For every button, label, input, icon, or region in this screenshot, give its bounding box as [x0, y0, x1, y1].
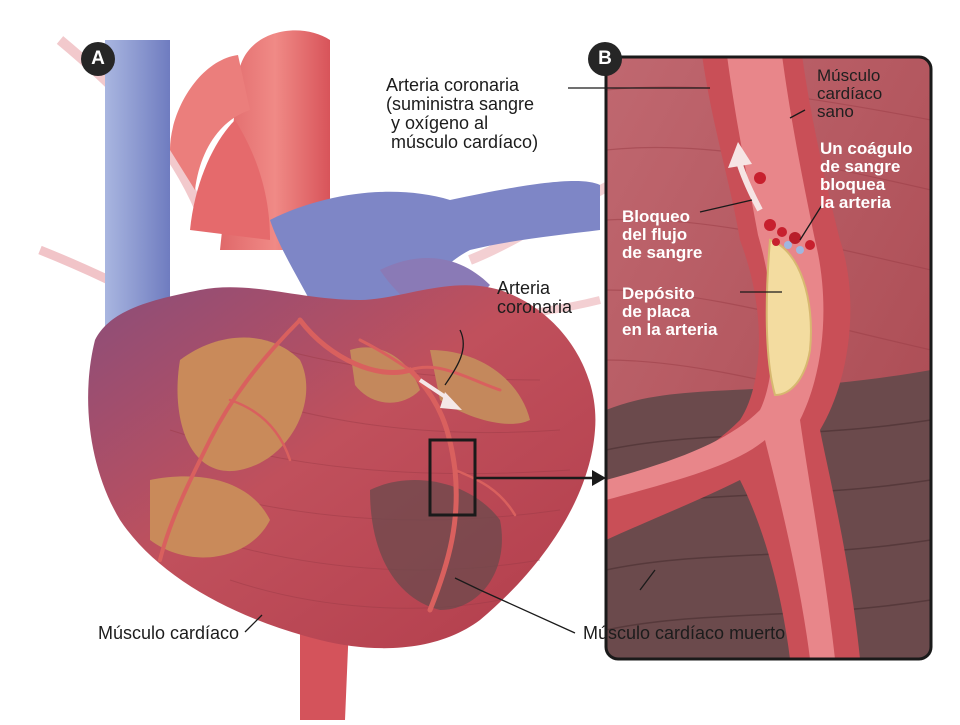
panel-b-frame [604, 55, 933, 661]
label-blocked-flow: Bloqueo del flujo de sangre [622, 207, 703, 262]
coronary-arteries [158, 317, 517, 613]
panel-b-closeup [606, 57, 931, 659]
label-healthy-muscle: Músculo cardíaco sano [817, 66, 883, 121]
zoom-arrowhead [592, 470, 606, 486]
panel-b-badge: B [588, 42, 622, 76]
label-dead-heart-muscle: Músculo cardíaco muerto [583, 623, 786, 643]
red-blood-cell [754, 172, 766, 184]
label-coronary-artery-top: Arteria coronaria (suministra sangre y o… [386, 75, 539, 152]
flow-arrowhead-b [728, 142, 752, 168]
label-plaque-deposit: Depósito de placa en la arteria [622, 284, 718, 339]
heart [88, 285, 596, 649]
label-blood-clot: Un coágulo de sangre bloquea la arteria [820, 139, 913, 212]
label-coronary-artery: Arteria coronaria [497, 278, 573, 317]
flow-arrow-b [737, 164, 763, 212]
blood-clot [764, 219, 815, 254]
leader-lines [244, 87, 823, 634]
aorta [170, 30, 350, 720]
label-heart-muscle: Músculo cardíaco [98, 623, 240, 643]
panel-a-badge: A [81, 42, 115, 76]
flow-arrowhead-a [440, 392, 462, 410]
